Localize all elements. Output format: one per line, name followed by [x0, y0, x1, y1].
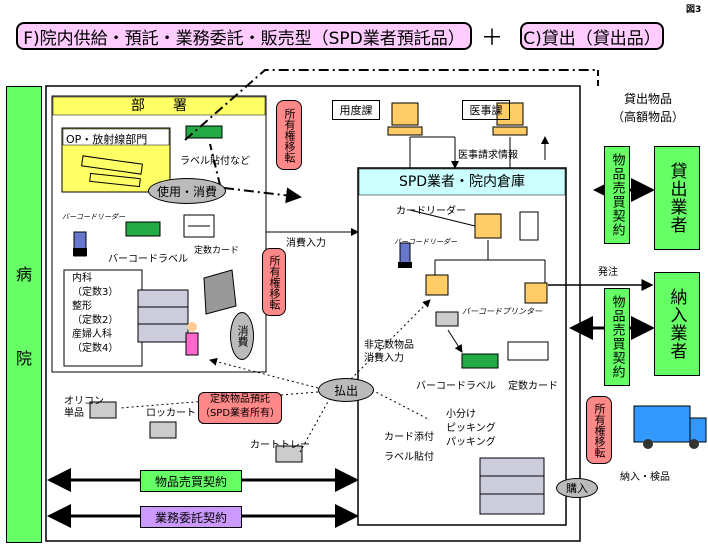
- label-applied: ラベル貼付など: [180, 156, 250, 167]
- purchase-oval: 購入: [556, 478, 598, 498]
- plus-sign: ＋: [481, 26, 504, 51]
- consignment-box: 定数物品預託 （SPD業者所有）: [198, 392, 282, 424]
- ownership-transfer-1: 所有権移転: [276, 100, 302, 170]
- spd-card-reader: カードリーダー: [396, 206, 466, 217]
- cart-tray-label: カートトレー: [250, 440, 310, 451]
- consignment-line-2: （SPD業者所有）: [199, 408, 281, 419]
- header-right-title: C)貸出（貸出品）: [520, 22, 664, 50]
- spd-title: SPD業者・院内倉庫: [398, 174, 526, 190]
- dept-barcode-label: バーコードラベル: [108, 254, 188, 265]
- spd-barcode-label: バーコードラベル: [416, 381, 496, 392]
- oricon-label: オリコン: [64, 396, 104, 407]
- ward-line-2: （定数3）: [72, 287, 119, 298]
- hospital-label-bottom: 院: [15, 348, 32, 368]
- dept-barcode-reader: バーコードリーダー: [62, 213, 125, 221]
- bottom-contract-outsourcing: 業務委託契約: [140, 506, 242, 528]
- hospital-label-top: 病: [15, 264, 32, 284]
- ward-line-6: （定数4）: [72, 343, 119, 354]
- dept-fixed-card: 定数カード: [194, 246, 240, 256]
- ward-line-1: 内科: [72, 273, 92, 284]
- pack-line-3: パッキング: [446, 437, 496, 448]
- department-title: 部 署: [131, 98, 187, 114]
- dispense-oval: 払出: [318, 378, 374, 402]
- consume-input: 消費入力: [286, 238, 326, 249]
- ward-line-5: 産婦人科: [72, 329, 112, 340]
- figure-label: 図3: [686, 5, 702, 15]
- op-label: OP・放射線部門: [66, 133, 148, 146]
- ward-line-3: 整形: [72, 301, 92, 312]
- consume-oval: 消費: [230, 312, 254, 360]
- ownership-transfer-2: 所有権移転: [262, 248, 286, 316]
- label-attach: ラベル貼付: [384, 452, 434, 463]
- header-left-title: F)院内供給・預託・業務委託・販売型（SPD業者預託品）: [16, 22, 472, 50]
- ownership-transfer-3: 所有権移転: [586, 396, 612, 464]
- supply-vendor: 納入業者: [654, 272, 700, 376]
- medical-office: 医事課: [462, 100, 510, 120]
- bottom-contract-purchase: 物品売買契約: [140, 470, 242, 492]
- supply-office: 用度課: [332, 100, 380, 120]
- ward-list: 内科 （定数3） 整形 （定数2） 産婦人科 （定数4）: [72, 272, 118, 356]
- spd-non-fixed: 非定数物品: [364, 340, 414, 351]
- pack-list: 小分け ピッキング パッキング: [446, 408, 496, 450]
- spd-consume-input: 消費入力: [364, 353, 404, 364]
- spd-barcode-printer: バーコードプリンター: [462, 307, 542, 316]
- pack-line-2: ピッキング: [446, 423, 496, 434]
- spd-fixed-card: 定数カード: [508, 381, 558, 392]
- unit-item-label: 単品: [64, 408, 84, 419]
- contract-purchase-mid: 物品売買契約: [604, 288, 630, 386]
- pack-line-1: 小分け: [446, 409, 476, 420]
- lending-items-sub: （高額物品）: [612, 110, 685, 124]
- locker-tray-label: ロッカートレー: [146, 408, 216, 419]
- hospital-label: 病 院: [6, 86, 42, 543]
- contract-purchase-top: 物品売買契約: [604, 146, 630, 244]
- order-label: 発注: [598, 267, 618, 278]
- ward-line-4: （定数2）: [72, 315, 119, 326]
- consignment-line-1: 定数物品預託: [210, 394, 270, 405]
- card-attach: カード添付: [384, 432, 434, 443]
- use-consume-oval: 使用・消費: [148, 178, 226, 204]
- medical-billing: 医事請求情報: [458, 150, 518, 161]
- lending-vendor: 貸出業者: [654, 146, 700, 250]
- lending-items: 貸出物品: [624, 92, 673, 106]
- spd-barcode-reader: バーコードリーダー: [394, 238, 457, 246]
- delivery-inspection: 納入・検品: [620, 472, 670, 483]
